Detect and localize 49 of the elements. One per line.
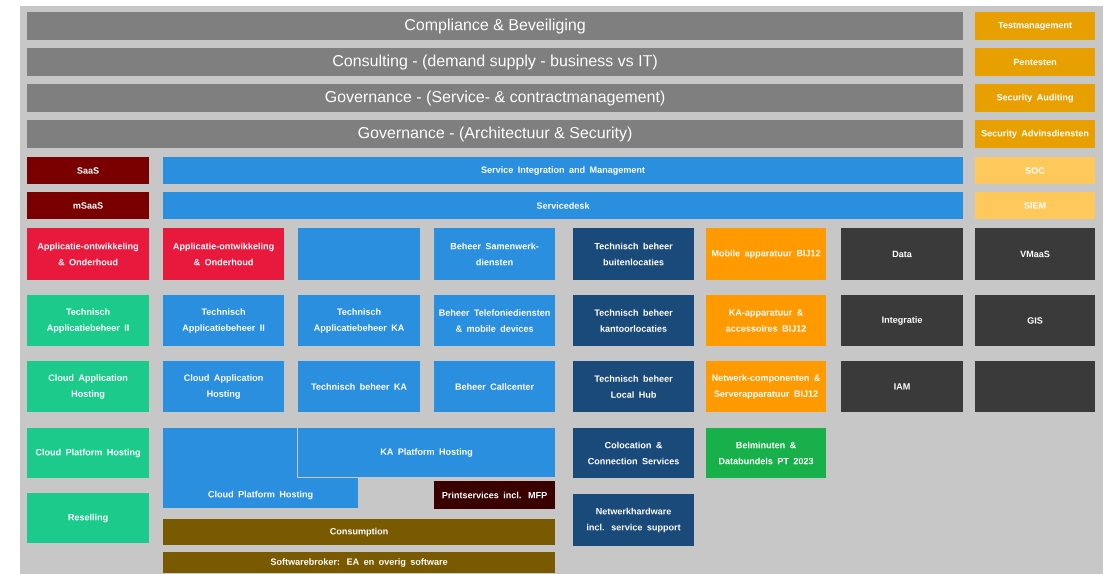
service-box: Netwerk-componenten & Serverapparatuur BIJ12 — [706, 361, 826, 412]
service-box: Colocation & Connection Services — [573, 428, 694, 478]
service-box: SOC — [975, 157, 1095, 184]
header-bar: Consulting - (demand supply - business vs IT) — [27, 48, 963, 76]
service-box: Cloud Platform Hosting — [27, 428, 149, 478]
service-bar: Softwarebroker: EA en overig software — [163, 552, 555, 573]
service-box: SIEM — [975, 192, 1095, 219]
service-box: KA Platform Hosting — [298, 428, 555, 477]
service-box: Technisch Applicatiebeheer KA — [298, 295, 420, 346]
service-box: Security Advinsdiensten — [975, 120, 1095, 148]
header-bar: Governance - (Service- & contractmanagement) — [27, 84, 963, 112]
service-box: Technisch Applicatiebeheer II — [163, 295, 284, 346]
node-label: Cloud Platform Hosting — [208, 490, 313, 500]
service-box: Cloud Application Hosting — [163, 361, 284, 412]
service-box: KA-apparatuur & accessoires BIJ12 — [706, 295, 826, 346]
service-box: Printservices incl. MFP — [434, 481, 555, 509]
service-box: Beheer Callcenter — [434, 361, 555, 412]
service-box: Pentesten — [975, 48, 1095, 76]
service-box: Data — [841, 228, 963, 280]
service-box: Security Auditing — [975, 84, 1095, 112]
service-box: Netwerkhardware incl. service support — [573, 494, 694, 546]
service-box: Technisch Applicatiebeheer II — [27, 295, 149, 346]
service-box: Beheer Telefoniediensten & mobile devices — [434, 295, 555, 346]
service-box: Beheer Samenwerk-diensten — [434, 228, 555, 280]
service-box: Technisch beheer buitenlocaties — [573, 228, 694, 280]
service-box: Integratie — [841, 295, 963, 346]
service-box: SaaS — [27, 157, 149, 184]
service-box: Mobile apparatuur BIJ12 — [706, 228, 826, 280]
service-box: VMaaS — [975, 228, 1095, 280]
service-box: mSaaS — [27, 192, 149, 219]
service-bar: Service Integration and Management — [163, 157, 963, 184]
service-box: Technisch beheer KA — [298, 361, 420, 412]
service-box: Applicatie-ontwikkeling & Onderhoud — [163, 228, 284, 280]
header-bar: Compliance & Beveiliging — [27, 12, 963, 40]
service-box: Technisch beheer Local Hub — [573, 361, 694, 412]
service-bar: Servicedesk — [163, 192, 963, 219]
header-bar: Governance - (Architectuur & Security) — [27, 120, 963, 148]
service-box: Testmanagement — [975, 12, 1095, 40]
service-box: Reselling — [27, 493, 149, 543]
service-box: Belminuten & Databundels PT 2023 — [706, 428, 826, 478]
node-label: KA Platform Hosting — [380, 448, 473, 457]
service-box — [298, 228, 420, 280]
service-box: Applicatie-ontwikkeling & Onderhoud — [27, 228, 149, 280]
service-box — [975, 361, 1095, 412]
service-bar: Consumption — [163, 519, 555, 545]
service-box: IAM — [841, 361, 963, 412]
service-box: Cloud Application Hosting — [27, 361, 149, 412]
service-box: GIS — [975, 295, 1095, 346]
service-box: Technisch beheer kantoorlocaties — [573, 295, 694, 346]
